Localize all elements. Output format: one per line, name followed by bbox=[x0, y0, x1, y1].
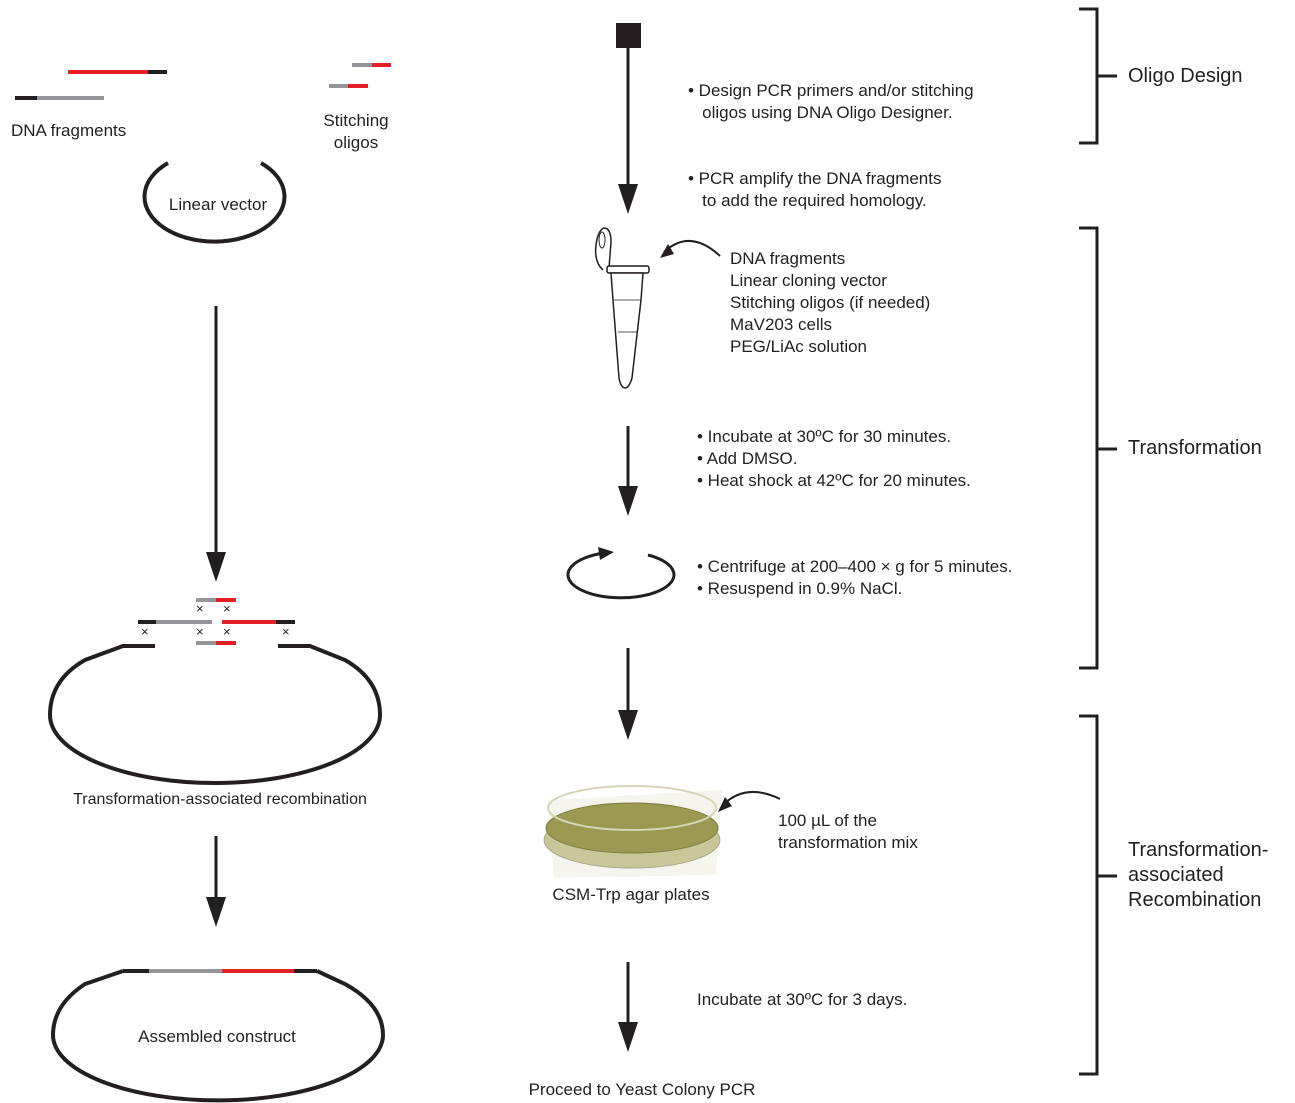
agar-plates-label: CSM-Trp agar plates bbox=[552, 885, 710, 904]
incubate-days-step: Incubate at 30ºC for 3 days. bbox=[697, 990, 908, 1009]
linear-vector-shape bbox=[142, 161, 287, 244]
assembled-construct-graphic bbox=[50, 969, 386, 1103]
start-square-icon bbox=[616, 23, 641, 48]
oligo-design-step: • PCR amplify the DNA fragments to add t… bbox=[688, 169, 942, 210]
tube-content-item: Linear cloning vector bbox=[730, 271, 887, 290]
tube-content-item: DNA fragments bbox=[730, 249, 846, 268]
agar-plate-icon bbox=[543, 785, 722, 878]
linear-vector-label: Linear vector bbox=[168, 195, 268, 214]
tar-label: Transformation-associated recombination bbox=[73, 791, 367, 808]
incubation-step: • Heat shock at 42ºC for 20 minutes. bbox=[697, 471, 971, 490]
phase-transformation: Transformation bbox=[1128, 437, 1262, 459]
tube-content-item: Stitching oligos (if needed) bbox=[730, 293, 931, 312]
oligo-design-steps: • Design PCR primers and/or stitching ol… bbox=[688, 36, 974, 234]
incubation-steps: • Incubate at 30ºC for 30 minutes. • Add… bbox=[697, 426, 971, 492]
cross-mark: × bbox=[223, 624, 231, 639]
centrifuge-steps: • Centrifuge at 200–400 × g for 5 minute… bbox=[697, 556, 1012, 600]
cross-mark: × bbox=[196, 624, 204, 639]
stitching-oligos-graphic bbox=[329, 63, 391, 88]
cross-mark: × bbox=[141, 624, 149, 639]
tube-contents-list: DNA fragments Linear cloning vector Stit… bbox=[730, 248, 930, 358]
incubation-step: • Incubate at 30ºC for 30 minutes. bbox=[697, 427, 952, 446]
centrifuge-rotation-icon bbox=[566, 547, 676, 600]
final-step-label: Proceed to Yeast Colony PCR bbox=[528, 1080, 756, 1099]
cross-mark: × bbox=[223, 601, 231, 616]
centrifuge-step: • Centrifuge at 200–400 × g for 5 minute… bbox=[697, 557, 1013, 576]
phase-oligo-design: Oligo Design bbox=[1128, 65, 1243, 87]
phase-tar: Transformation- associated Recombination bbox=[1128, 839, 1269, 911]
plate-volume-note: 100 µL of the transformation mix bbox=[778, 811, 918, 852]
stitching-oligos-label: Stitching oligos bbox=[323, 111, 389, 152]
tube-content-item: MaV203 cells bbox=[730, 315, 833, 334]
bracket-transformation bbox=[1079, 226, 1117, 670]
dna-fragments-label: DNA fragments bbox=[11, 121, 127, 140]
centrifuge-step: • Resuspend in 0.9% NaCl. bbox=[697, 579, 903, 598]
bracket-oligo-design bbox=[1079, 7, 1117, 145]
tube-content-item: PEG/LiAc solution bbox=[730, 337, 868, 356]
recombination-assembly-graphic bbox=[47, 598, 383, 785]
cross-mark: × bbox=[196, 601, 204, 616]
plate-pointer-arrow bbox=[721, 790, 781, 807]
oligo-design-step: • Design PCR primers and/or stitching ol… bbox=[688, 81, 974, 122]
incubation-step: • Add DMSO. bbox=[697, 449, 798, 468]
dna-fragments-graphic bbox=[15, 70, 167, 100]
microcentrifuge-tube-icon bbox=[594, 227, 650, 389]
bracket-tar bbox=[1079, 714, 1117, 1076]
left-arrow-2-head bbox=[206, 897, 226, 927]
left-arrow-1-head bbox=[206, 552, 226, 582]
cross-mark: × bbox=[282, 624, 290, 639]
assembled-construct-label: Assembled construct bbox=[138, 1027, 296, 1046]
